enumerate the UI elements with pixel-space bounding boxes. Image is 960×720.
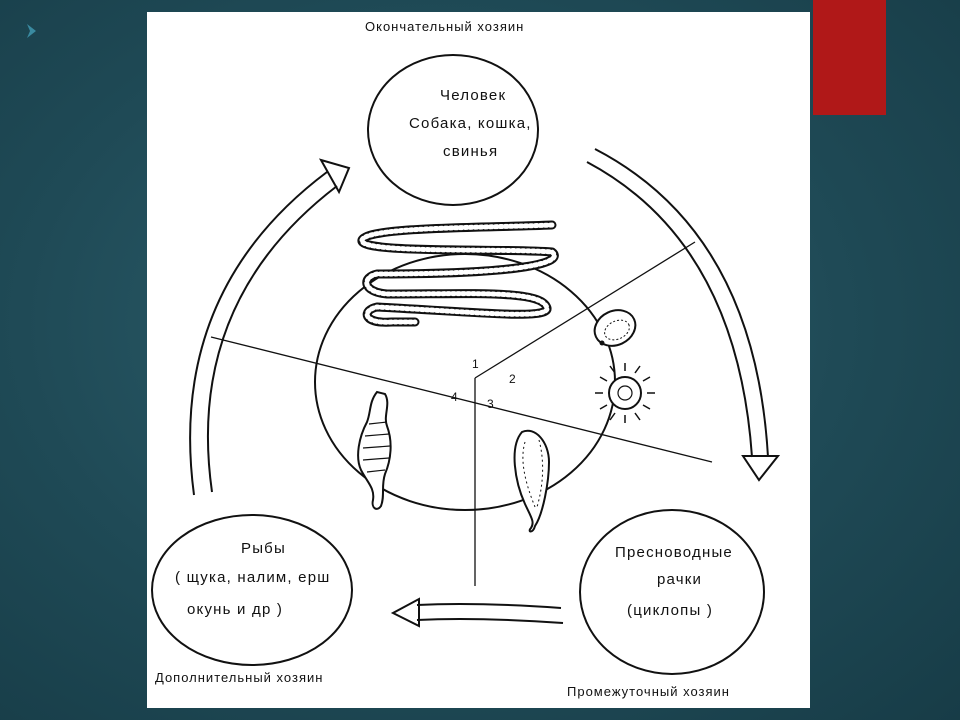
accent-bar <box>813 0 886 115</box>
arrow-to-additional-icon <box>390 597 564 628</box>
life-cycle-diagram: Окончательный хозяин Дополнительный хозя… <box>151 19 781 699</box>
arrow-to-intermediate-icon <box>586 148 781 482</box>
definitive-host-caption: Окончательный хозяин <box>365 19 524 34</box>
chevron-right-icon[interactable] <box>27 24 36 38</box>
additional-host-line-2: ( щука, налим, ерш <box>175 569 330 586</box>
intermediate-host-caption: Промежуточный хозяин <box>567 684 730 699</box>
intermediate-host-line-3: (циклопы ) <box>627 602 713 619</box>
sector-label-2: 2 <box>509 372 516 386</box>
procercoid-icon <box>513 429 551 533</box>
intermediate-host-line-1: Пресноводные <box>615 544 733 561</box>
tapeworm-adult-icon <box>357 220 559 327</box>
additional-host-line-3: окунь и др ) <box>187 601 283 618</box>
sector-label-1: 1 <box>472 357 479 371</box>
additional-host-caption: Дополнительный хозяин <box>155 670 323 685</box>
definitive-host-line-3: свинья <box>443 143 498 160</box>
plerocercoid-icon <box>357 390 392 510</box>
coracidium-icon <box>595 363 655 423</box>
definitive-host-line-2: Собака, кошка, <box>409 115 532 132</box>
egg-icon <box>593 309 637 347</box>
sector-label-4: 4 <box>451 390 458 404</box>
definitive-host-circle: Человек Собака, кошка, свинья <box>367 54 539 206</box>
diagram-panel <box>147 12 810 708</box>
intermediate-host-circle: Пресноводные рачки (циклопы ) <box>579 509 765 675</box>
additional-host-line-1: Рыбы <box>241 540 286 557</box>
intermediate-host-line-2: рачки <box>657 571 702 588</box>
sector-label-3: 3 <box>487 397 494 411</box>
definitive-host-line-1: Человек <box>440 87 506 104</box>
additional-host-circle: Рыбы ( щука, налим, ерш окунь и др ) <box>151 514 353 666</box>
arrow-to-definitive-icon <box>189 158 351 496</box>
